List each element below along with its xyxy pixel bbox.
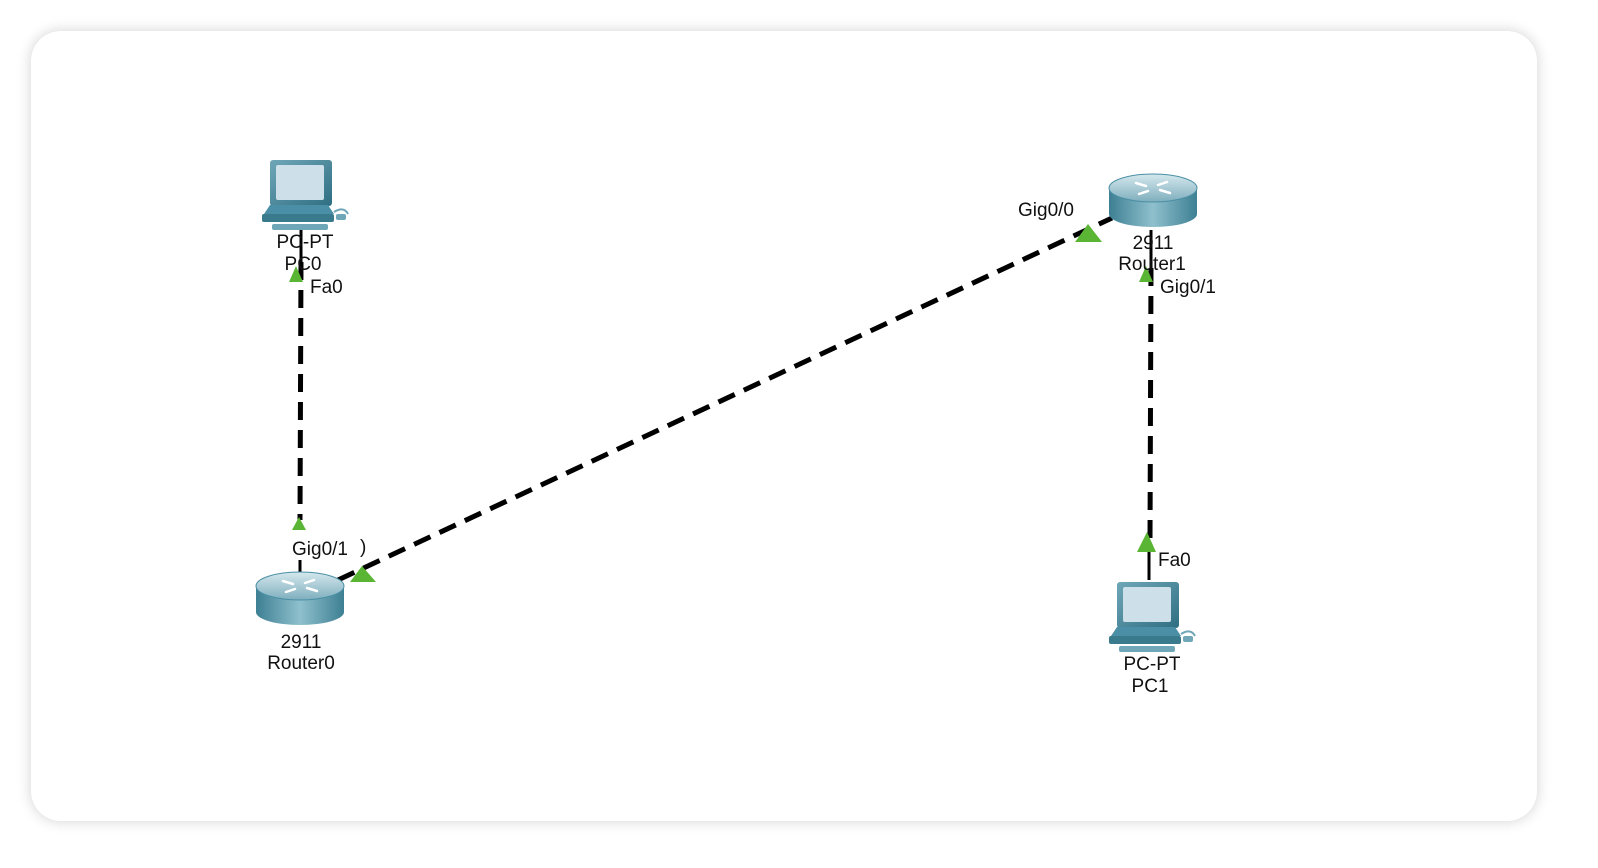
device-name-label: Router0 — [267, 653, 335, 674]
device-model-label: PC-PT — [1124, 654, 1181, 675]
device-pc1[interactable]: PC-PT PC1 — [1109, 582, 1196, 697]
port-label-pc0-fa0: Fa0 — [310, 277, 343, 298]
port-label-router1-gig01: Gig0/1 — [1160, 277, 1216, 298]
port-status-indicator — [1139, 266, 1153, 282]
link-router0-router1[interactable] — [336, 215, 1114, 583]
device-model-label: 2911 — [281, 632, 322, 653]
port-label-router0-gig00: ) — [360, 537, 366, 558]
port-status-indicator — [1075, 224, 1102, 242]
device-router1[interactable]: 2911 Router1 — [1108, 173, 1198, 275]
router-icon — [255, 571, 345, 625]
pc-icon — [1109, 582, 1196, 652]
pc-icon — [262, 160, 349, 230]
port-label-router0-gig01: Gig0/1 — [292, 539, 348, 560]
port-status-indicator — [1137, 532, 1156, 552]
device-name-label: PC1 — [1132, 676, 1169, 697]
link-router1-pc1[interactable] — [1147, 230, 1154, 580]
device-name-label: PC0 — [285, 254, 322, 275]
port-status-indicator — [289, 266, 303, 282]
port-label-router1-gig00: Gig0/0 — [1018, 200, 1074, 221]
router-icon — [1108, 173, 1198, 227]
device-router0[interactable]: 2911 Router0 — [255, 571, 345, 674]
device-name-label: Router1 — [1118, 254, 1186, 275]
device-model-label: PC-PT — [277, 232, 334, 253]
device-pc0[interactable]: PC-PT PC0 — [262, 160, 349, 275]
device-model-label: 2911 — [1133, 233, 1174, 254]
port-status-indicator — [292, 517, 306, 530]
port-label-pc1-fa0: Fa0 — [1158, 550, 1191, 571]
port-status-indicator — [350, 566, 376, 582]
